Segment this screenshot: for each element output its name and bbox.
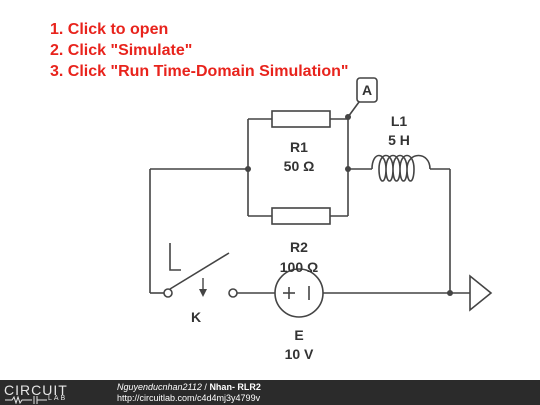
resistor-r2[interactable] <box>271 207 331 225</box>
switch-actuator <box>169 243 181 271</box>
l1-name: L1 <box>391 113 408 129</box>
switch-terminal-left <box>163 288 173 298</box>
ground-terminal-icon[interactable] <box>469 274 493 312</box>
r2-value: 100 Ω <box>280 259 318 275</box>
instructions: 1. Click to open 2. Click "Simulate" 3. … <box>50 19 348 82</box>
inductor-l1[interactable] <box>371 154 431 182</box>
source-name: E <box>294 327 303 343</box>
circuit-schematic[interactable]: A R1 50 Ω R2 100 Ω L1 5 H K E 10 V <box>0 0 540 380</box>
switch-label: K <box>191 309 201 325</box>
logo-text-circuit: CIRCUIT <box>4 382 68 398</box>
credit-separator: / <box>201 382 210 392</box>
junction-right <box>345 166 351 172</box>
r1-value: 50 Ω <box>284 158 315 174</box>
author-name[interactable]: Nguyenducnhan2112 <box>117 382 202 392</box>
circuitlab-logo[interactable]: CIRCUIT LAB <box>4 382 96 404</box>
circuit-url[interactable]: http://circuitlab.com/c4d4mj3y4799v <box>117 393 261 403</box>
junction-ground <box>447 290 453 296</box>
junction-left <box>245 166 251 172</box>
footer-bar: CIRCUIT LAB Nguyenducnhan2112 / Nhan- RL… <box>0 380 540 405</box>
r2-name: R2 <box>290 239 308 255</box>
switch-k[interactable] <box>163 243 238 298</box>
circuit-credit: Nguyenducnhan2112 / Nhan- RLR2 http://ci… <box>117 382 261 404</box>
l1-value: 5 H <box>388 132 410 148</box>
logo-wave-icon <box>5 395 47 404</box>
instruction-step-1: 1. Click to open <box>50 21 169 38</box>
junction-probe <box>345 114 351 120</box>
switch-blade <box>169 252 230 290</box>
instruction-step-3: 3. Click "Run Time-Domain Simulation" <box>50 63 349 80</box>
source-value: 10 V <box>285 346 314 362</box>
switch-terminal-right <box>228 288 238 298</box>
probe-lead <box>347 101 360 118</box>
instruction-step-2: 2. Click "Simulate" <box>50 42 193 59</box>
logo-text-lab: LAB <box>48 395 68 402</box>
probe-a[interactable]: A <box>356 77 378 103</box>
circuit-title[interactable]: Nhan- RLR2 <box>209 382 261 392</box>
probe-box <box>356 77 378 103</box>
r1-name: R1 <box>290 139 308 155</box>
resistor-r1[interactable] <box>271 110 331 128</box>
voltage-source-e[interactable] <box>274 268 324 318</box>
switch-arrow-head <box>199 289 207 297</box>
probe-label: A <box>362 82 372 98</box>
